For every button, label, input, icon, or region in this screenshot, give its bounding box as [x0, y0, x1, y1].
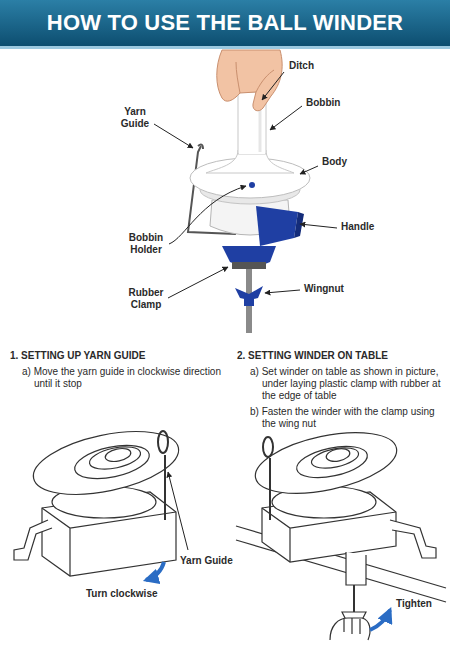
leader-line [154, 124, 193, 148]
callout-label: Tighten [396, 598, 446, 610]
winder-base [294, 212, 304, 238]
winder-line-art [28, 420, 184, 506]
part-label: Wingnut [304, 283, 374, 295]
leader-line [168, 472, 188, 550]
winder-line-art [14, 520, 52, 560]
part-label: Ditch [289, 60, 349, 72]
winder-line-art [158, 431, 168, 453]
leader-line [265, 290, 300, 293]
winder-line-art [353, 585, 355, 612]
leader-line [168, 472, 188, 550]
winder-base [244, 296, 254, 306]
winder-line-art [269, 458, 271, 520]
leader-line [270, 106, 302, 130]
winder-line-art [344, 618, 360, 634]
page-title: HOW TO USE THE BALL WINDER [0, 0, 450, 46]
winder-line-art [164, 455, 166, 520]
step-text: b) Fasten the winder with the clamp usin… [250, 406, 446, 430]
winder-line-art [294, 441, 370, 483]
tighten-arrow [370, 610, 390, 630]
title-band [0, 0, 450, 46]
bobbin [206, 92, 294, 173]
winder-body [249, 182, 255, 188]
part-label: Bobbin Holder [124, 232, 168, 256]
winder-line-art [390, 520, 436, 558]
turn-arrow [146, 562, 164, 580]
winder-line-art [250, 422, 402, 505]
callout-label: Yarn Guide [180, 555, 260, 567]
hand [236, 62, 240, 93]
leader-line [300, 224, 337, 228]
leader-line [300, 166, 318, 174]
winder-line-art [14, 420, 184, 576]
leader-line [168, 267, 228, 298]
winder-line-art [330, 618, 370, 640]
step-heading: 1. SETTING UP YARN GUIDE [10, 350, 225, 362]
winder-line-art [325, 447, 351, 464]
winder-base [210, 200, 304, 333]
winder-base [232, 262, 266, 269]
leader-line [169, 186, 246, 244]
winder-line-art [310, 444, 361, 472]
step-text: a) Set winder on table as shown in pictu… [250, 366, 446, 402]
turn-arrow [146, 562, 164, 580]
part-label: Yarn Guide [116, 106, 154, 130]
callout-label: Turn clockwise [86, 588, 176, 600]
yarn-guide-wire [198, 145, 203, 149]
winder-line-art [263, 437, 273, 457]
step-text: a) Move the yarn guide in clockwise dire… [22, 366, 222, 390]
leader-line [262, 72, 284, 100]
winder-base [222, 246, 276, 270]
winder-base [256, 206, 298, 246]
hand [217, 50, 282, 111]
part-label: Rubber Clamp [124, 287, 168, 311]
winder-line-art [104, 446, 132, 463]
part-label: Handle [341, 221, 401, 233]
title-band [0, 0, 450, 49]
winder-line-art [72, 439, 153, 484]
winder-line-art [87, 443, 142, 473]
part-label: Bobbin [306, 97, 366, 109]
title-band [0, 46, 450, 49]
winder-line-art [346, 552, 366, 585]
part-label: Body [322, 156, 382, 168]
step-heading: 2. SETTING WINDER ON TABLE [237, 350, 447, 362]
tighten-arrow [370, 610, 390, 630]
hand [217, 50, 282, 111]
